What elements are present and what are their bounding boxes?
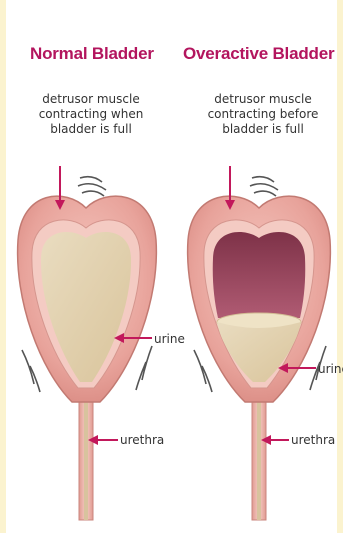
normal-contraction-marks-top <box>78 177 106 196</box>
overactive-urine-label: urine <box>318 362 343 376</box>
normal-urethra-label: urethra <box>120 433 164 447</box>
overactive-urethra-label: urethra <box>291 433 335 447</box>
normal-bladder-title: Normal Bladder <box>30 44 154 64</box>
overactive-bladder-title: Overactive Bladder <box>183 44 334 64</box>
overactive-bladder-caption: detrusor muscle contracting before bladd… <box>198 92 328 137</box>
normal-contraction-marks-right <box>136 346 152 390</box>
normal-bladder <box>18 166 157 520</box>
normal-urine-label: urine <box>154 332 185 346</box>
overactive-bladder <box>188 166 331 520</box>
normal-contraction-marks-left <box>22 350 40 392</box>
overactive-contraction-marks-left <box>194 350 212 392</box>
normal-bladder-caption: detrusor muscle contracting when bladder… <box>26 92 156 137</box>
overactive-urethra-lumen <box>257 396 261 520</box>
normal-urethra-lumen <box>84 396 88 520</box>
overactive-contraction-marks-top <box>250 177 278 196</box>
overactive-empty-space <box>213 232 306 318</box>
